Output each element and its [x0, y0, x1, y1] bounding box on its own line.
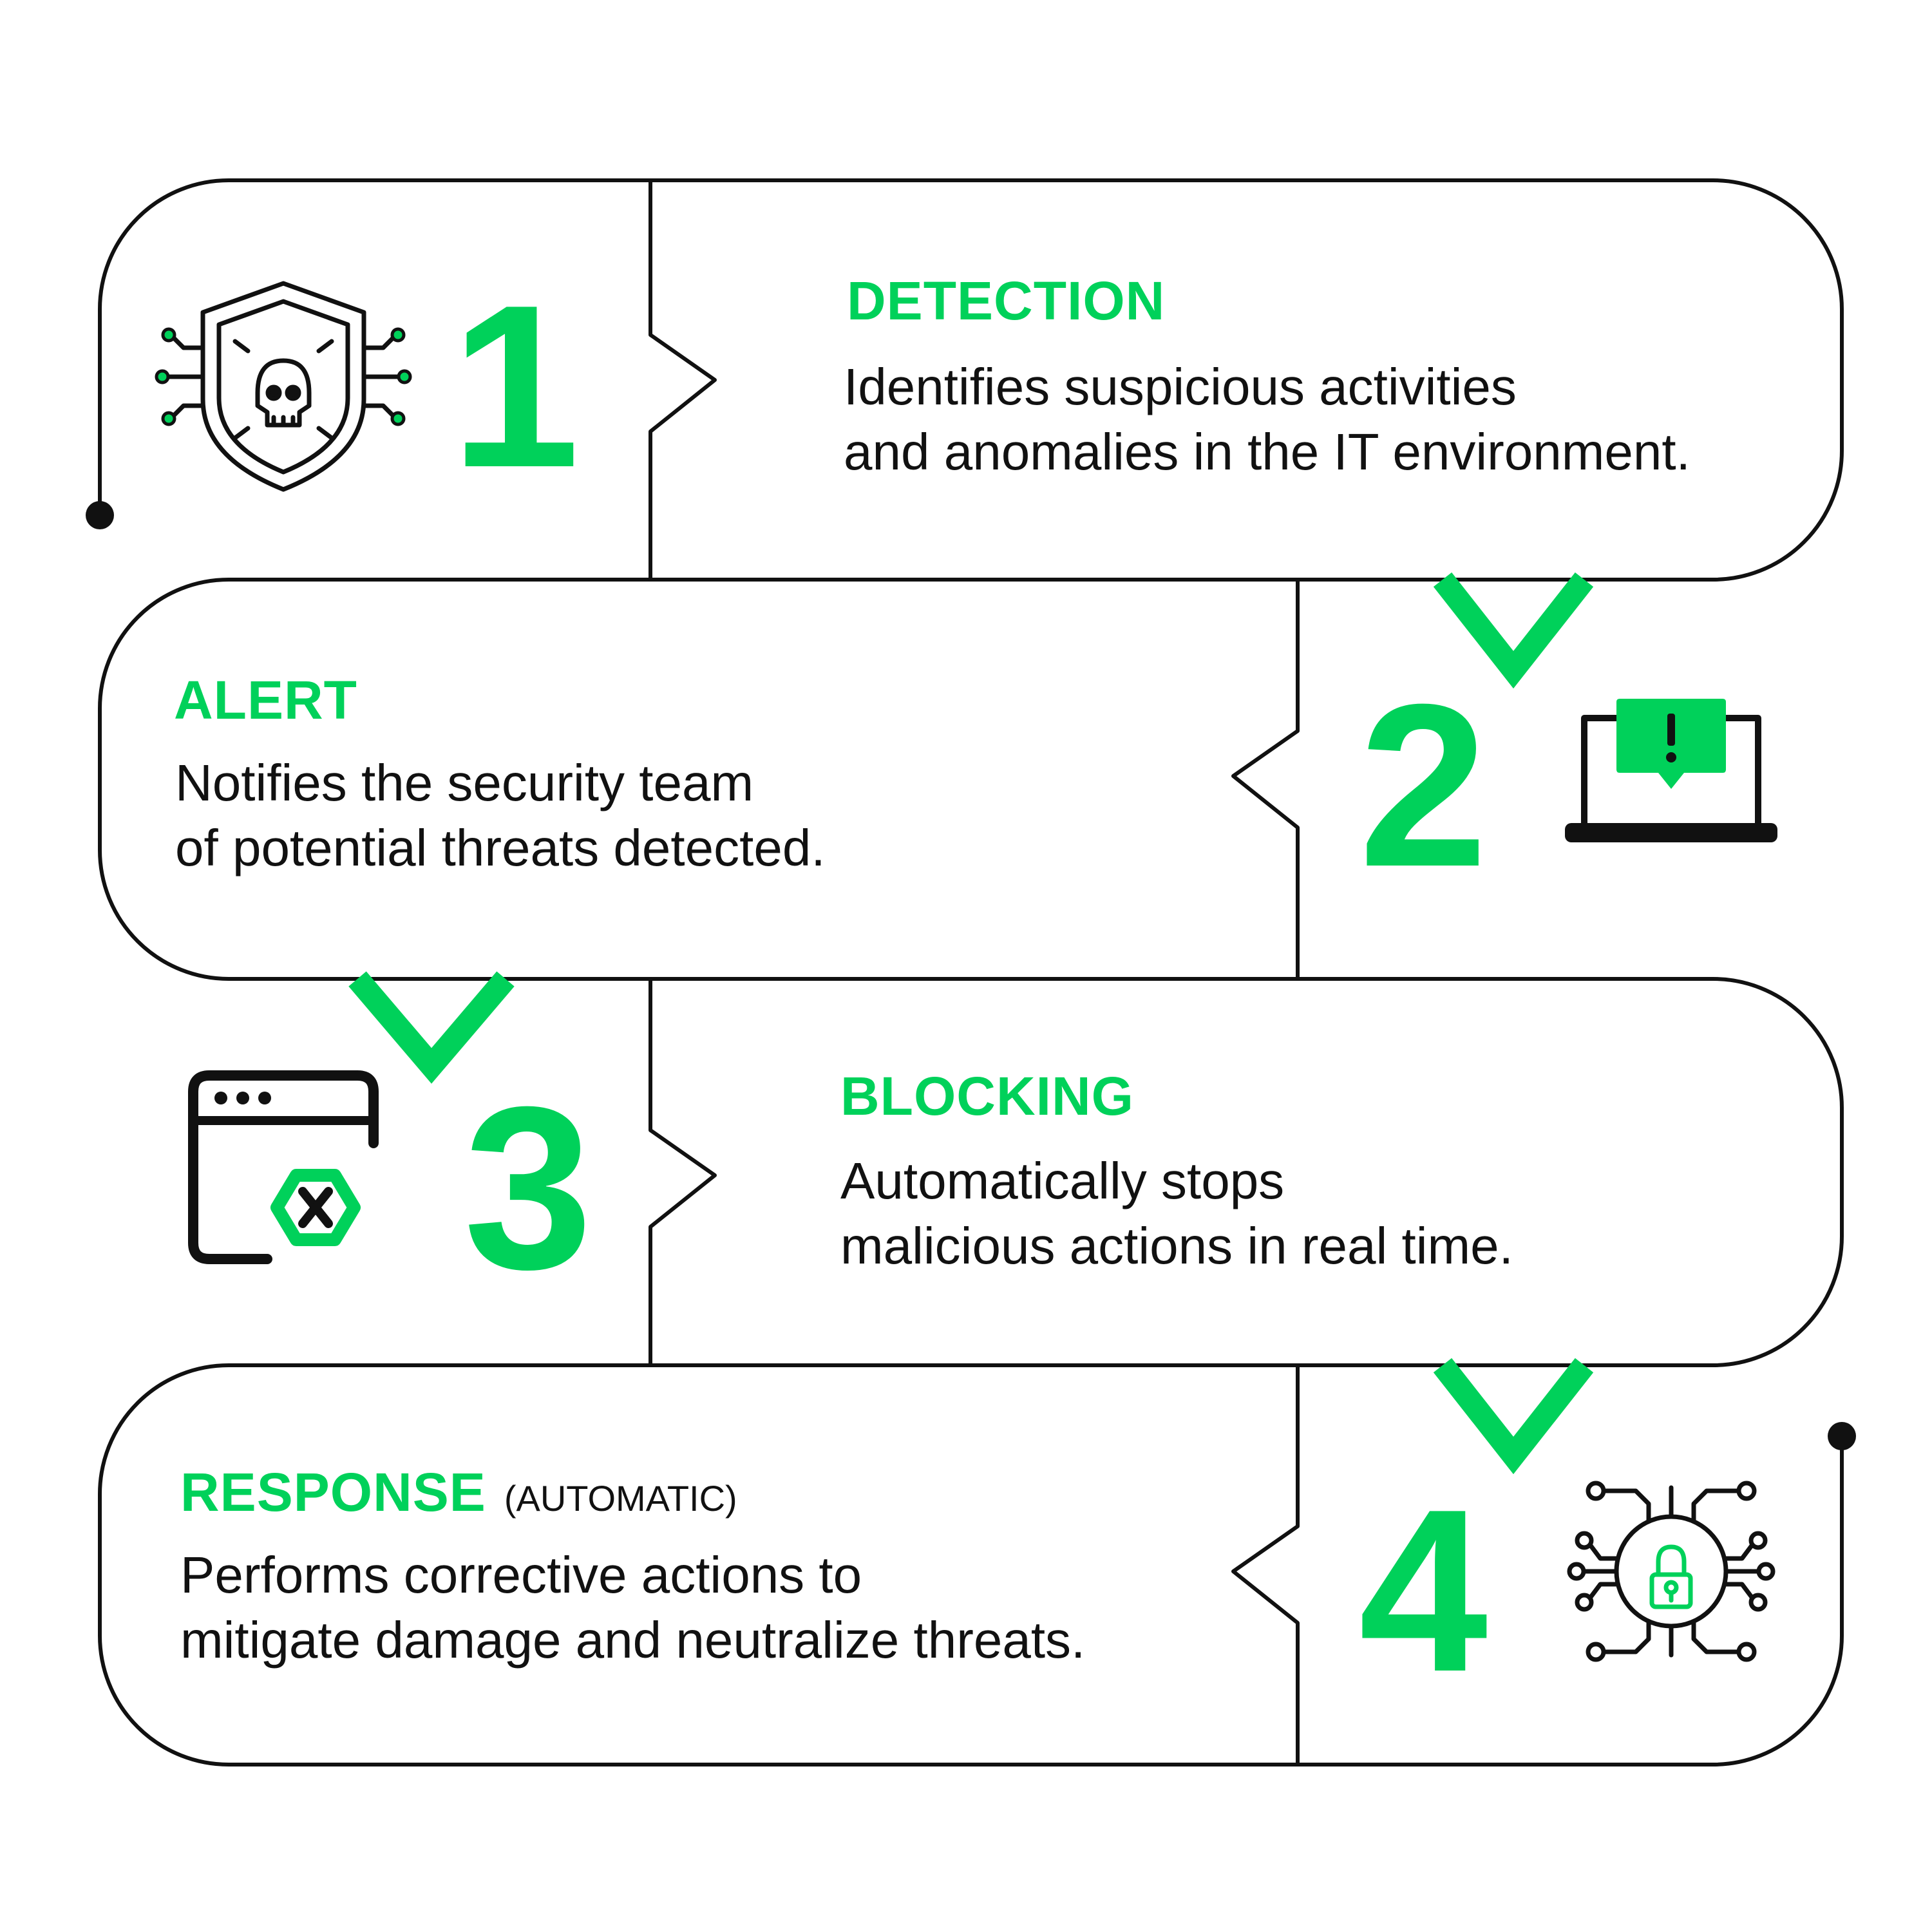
- divider-step-3: [649, 977, 717, 1367]
- step-4-line-1: Performs corrective actions to: [180, 1546, 862, 1604]
- step-3-description: Automatically stops malicious actions in…: [840, 1148, 1513, 1278]
- step-2-line-2: of potential threats detected.: [175, 819, 826, 876]
- shield-skull-icon: [155, 281, 412, 492]
- step-1-title-text: DETECTION: [847, 270, 1166, 331]
- step-4-title: RESPONSE (AUTOMATIC): [180, 1465, 737, 1519]
- step-1-line-2: and anomalies in the IT environment.: [844, 423, 1690, 480]
- step-4-title-text: RESPONSE: [180, 1462, 486, 1522]
- step-4-description: Performs corrective actions to mitigate …: [180, 1542, 1085, 1672]
- step-3-title-text: BLOCKING: [840, 1066, 1134, 1126]
- step-4-number: 4: [1359, 1461, 1488, 1720]
- step-2-description: Notifies the security team of potential …: [175, 750, 826, 880]
- step-3-line-1: Automatically stops: [840, 1152, 1285, 1209]
- chevron-step-1-2: [1433, 572, 1594, 689]
- end-dot: [1828, 1422, 1856, 1450]
- step-2-title: ALERT: [174, 673, 357, 727]
- step-3-number: 3: [464, 1059, 593, 1318]
- chevron-step-2-3: [348, 971, 515, 1084]
- step-1-number: 1: [451, 257, 580, 516]
- chevron-step-3-4: [1433, 1358, 1594, 1475]
- step-1-description: Identifies suspicious activities and ano…: [844, 354, 1690, 484]
- step-4-qualifier: (AUTOMATIC): [504, 1478, 737, 1519]
- step-3-line-2: malicious actions in real time.: [840, 1217, 1513, 1274]
- step-1-line-1: Identifies suspicious activities: [844, 358, 1517, 415]
- step-2-title-text: ALERT: [174, 670, 357, 730]
- browser-blocked-icon: [188, 1070, 379, 1264]
- divider-step-2: [1231, 578, 1300, 981]
- step-1-title: DETECTION: [847, 274, 1165, 328]
- step-2-number: 2: [1359, 656, 1488, 915]
- divider-step-4: [1231, 1363, 1300, 1766]
- start-dot: [86, 501, 114, 529]
- flow-path: [98, 178, 1844, 1766]
- step-3-title: BLOCKING: [840, 1069, 1134, 1123]
- step-2-line-1: Notifies the security team: [175, 754, 754, 811]
- laptop-alert-icon: [1565, 699, 1777, 842]
- circuit-lock-icon: [1567, 1481, 1776, 1662]
- step-4-line-2: mitigate damage and neutralize threats.: [180, 1611, 1086, 1669]
- divider-step-1: [649, 178, 717, 582]
